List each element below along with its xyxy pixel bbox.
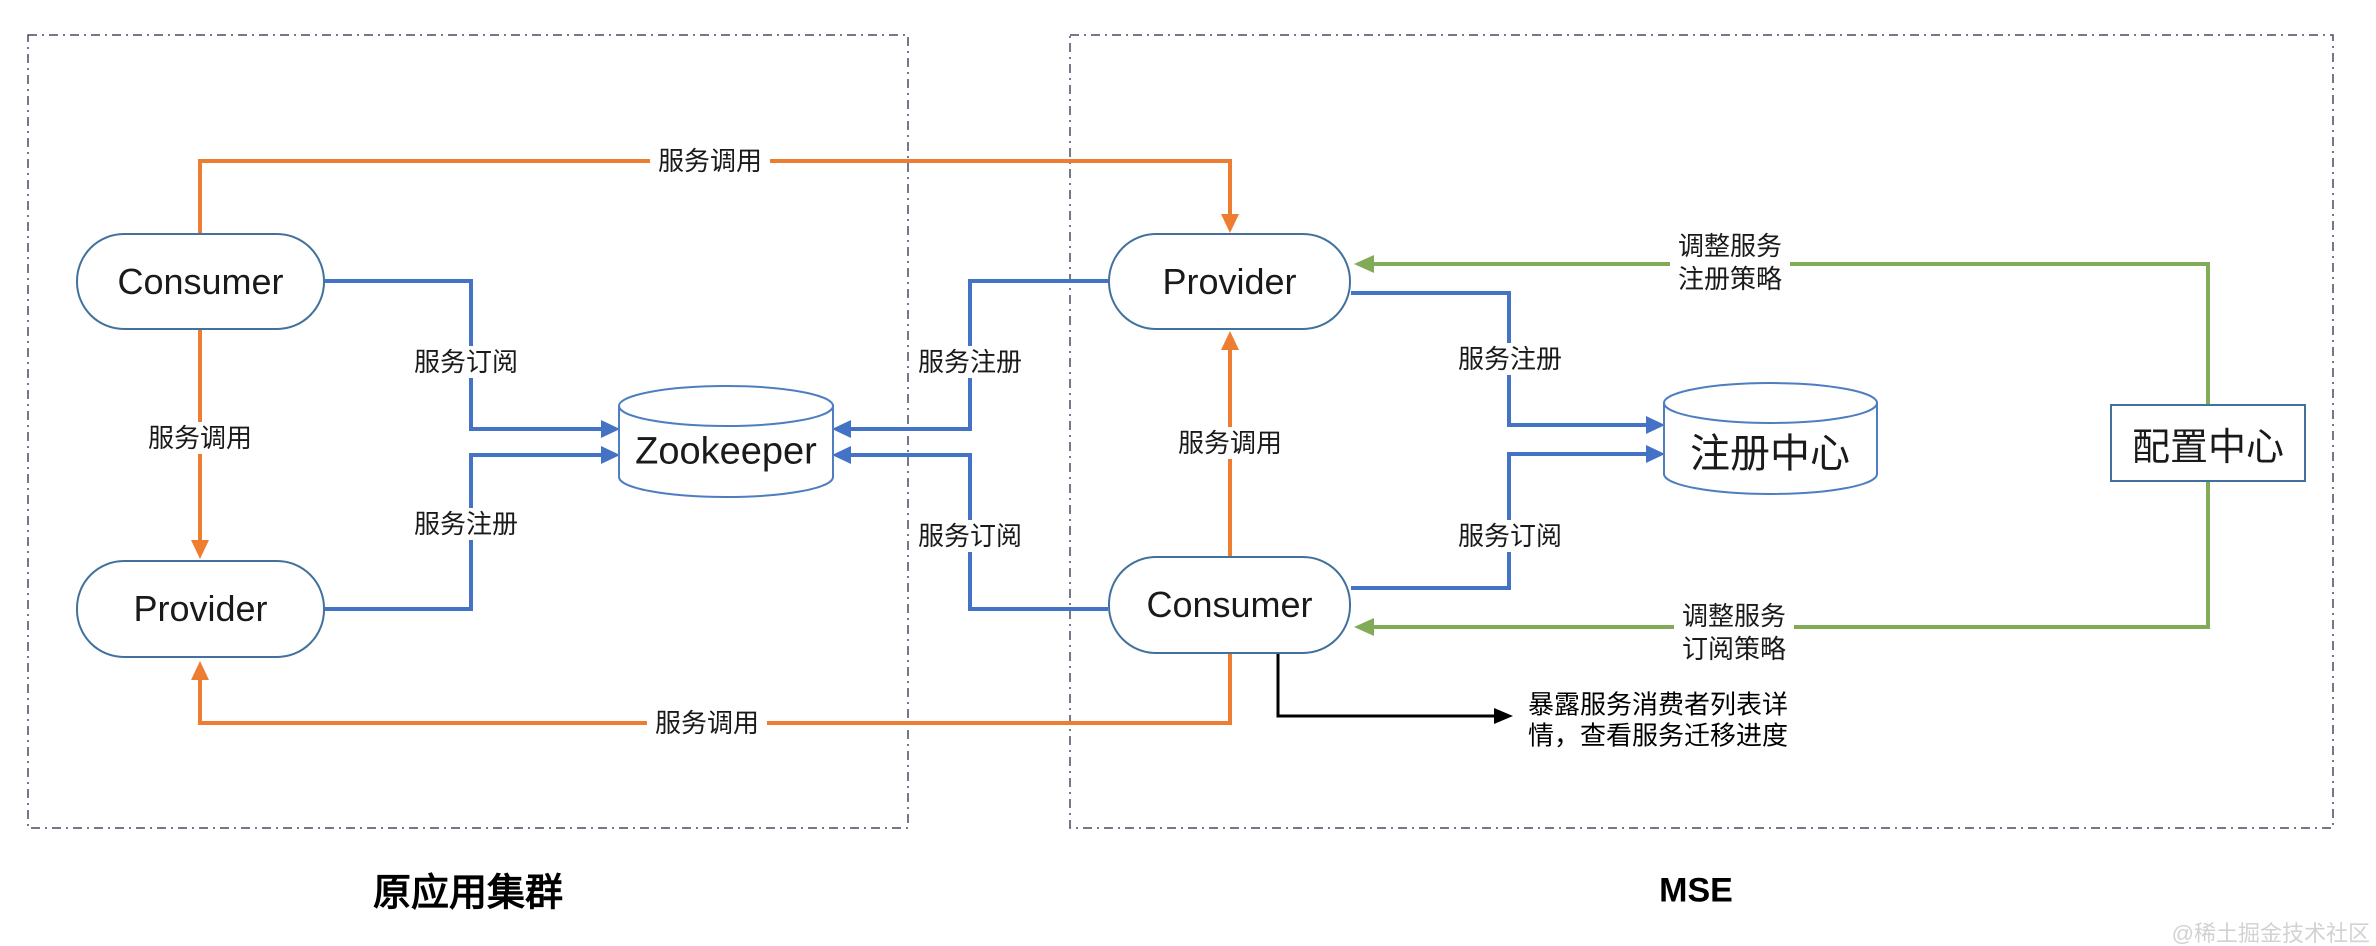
label-mid-register: 服务注册 xyxy=(909,346,1031,378)
edge-mse-subscribe xyxy=(1351,445,1665,590)
annotation-line1: 暴露服务消费者列表详 xyxy=(1528,689,1789,720)
right-cluster-title: MSE xyxy=(1659,871,1733,910)
edge-adjust-subscribe xyxy=(1354,482,2210,636)
registry-cylinder xyxy=(1663,382,1878,495)
edge-adjust-register xyxy=(1354,255,2210,404)
label-adjust-subscribe: 调整服务 订阅策略 xyxy=(1673,599,1795,667)
node-consumer-right: Consumer xyxy=(1108,556,1351,654)
label-top-call: 服务调用 xyxy=(649,145,771,177)
node-consumer-left: Consumer xyxy=(76,233,325,330)
label-mse-register: 服务注册 xyxy=(1449,343,1571,375)
edge-expose-annotation xyxy=(1276,654,1513,724)
label-left-register: 服务注册 xyxy=(405,508,527,540)
registry-label: 注册中心 xyxy=(1690,432,1850,476)
label-right-call: 服务调用 xyxy=(1169,427,1291,459)
node-config-center: 配置中心 xyxy=(2110,404,2306,482)
label-left-call: 服务调用 xyxy=(139,422,261,454)
annotation-line2: 情，查看服务迁移进度 xyxy=(1528,720,1789,751)
right-cluster-border xyxy=(1069,34,2334,829)
node-provider-right: Provider xyxy=(1108,233,1351,330)
label-adjust-register-line2: 注册策略 xyxy=(1677,264,1783,294)
label-adjust-subscribe-line1: 调整服务 xyxy=(1681,601,1787,631)
zookeeper-cylinder xyxy=(618,385,834,498)
label-adjust-subscribe-line2: 订阅策略 xyxy=(1681,634,1787,664)
node-provider-left: Provider xyxy=(76,560,325,658)
label-adjust-register-line1: 调整服务 xyxy=(1677,231,1783,261)
left-cluster-title: 原应用集群 xyxy=(372,872,564,915)
watermark: @稀土掘金技术社区 xyxy=(2171,921,2370,946)
label-bottom-call: 服务调用 xyxy=(646,707,768,739)
label-mse-subscribe: 服务订阅 xyxy=(1449,520,1571,552)
zookeeper-label: Zookeeper xyxy=(635,430,817,473)
label-left-subscribe: 服务订阅 xyxy=(405,346,527,378)
label-adjust-register: 调整服务 注册策略 xyxy=(1669,229,1791,297)
label-mid-subscribe: 服务订阅 xyxy=(909,520,1031,552)
